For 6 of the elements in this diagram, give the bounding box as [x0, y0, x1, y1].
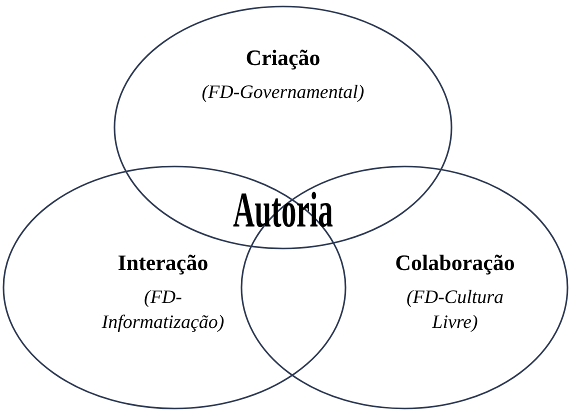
circle-subtitle: (FD-Informatização) [100, 286, 226, 335]
circle-subtitle: (FD-Governamental) [200, 81, 366, 105]
circle-subtitle: (FD-Cultura Livre) [405, 286, 505, 335]
circle-heading: Interação [116, 250, 210, 276]
circle-heading: Criação [244, 45, 322, 71]
circle-heading: Colaboração [394, 250, 516, 276]
